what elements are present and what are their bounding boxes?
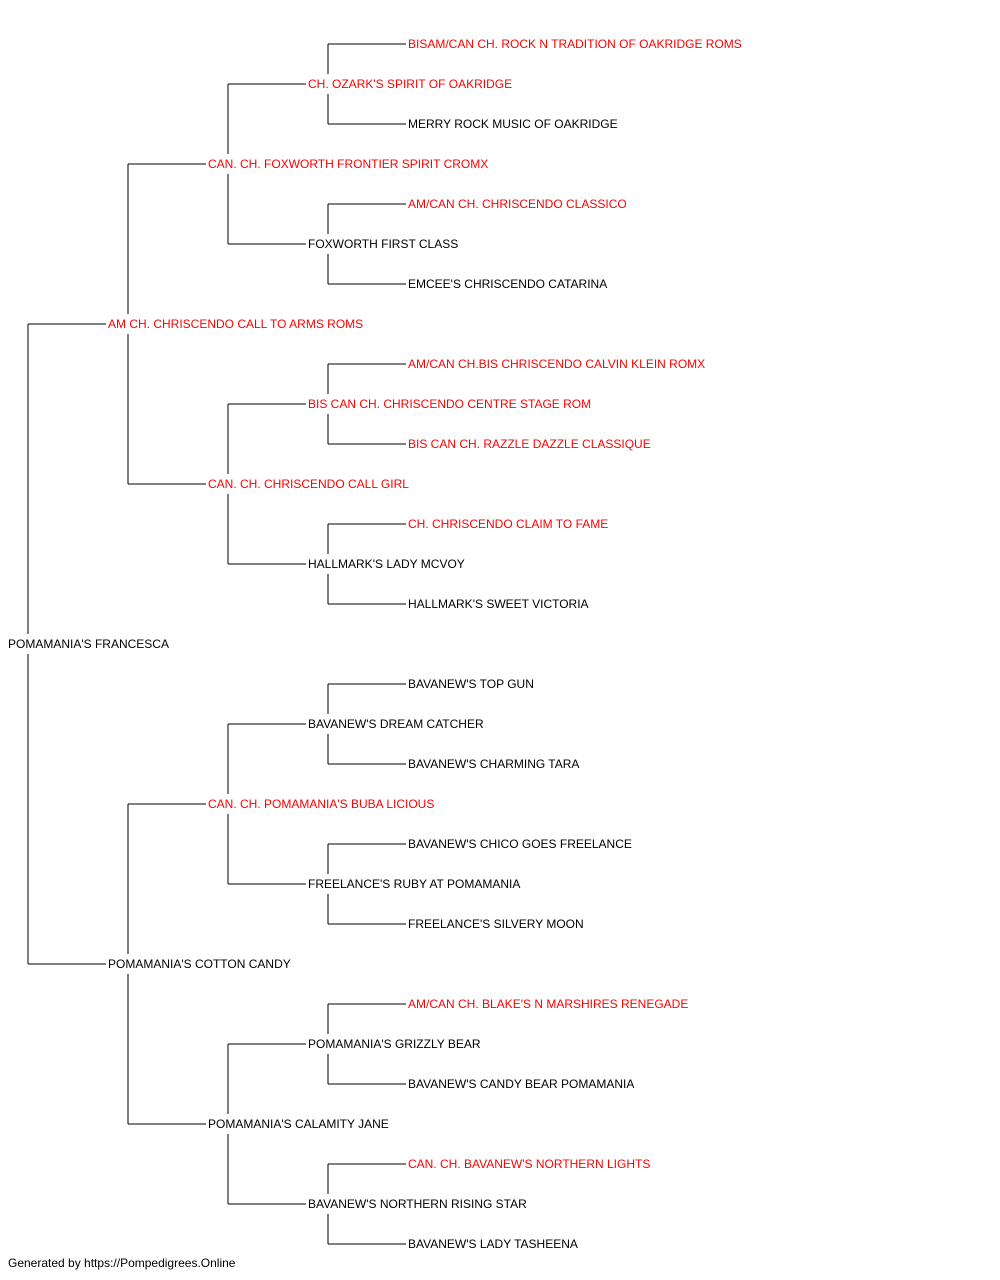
ancestor-name: CAN. CH. CHRISCENDO CALL GIRL [208,477,409,491]
ancestor-name: BAVANEW'S LADY TASHEENA [408,1237,578,1251]
ancestor-name: HALLMARK'S SWEET VICTORIA [408,597,589,611]
ancestor-name: CH. OZARK'S SPIRIT OF OAKRIDGE [308,77,512,91]
ancestor-name: BISAM/CAN CH. ROCK N TRADITION OF OAKRID… [408,37,742,51]
subject-name: POMAMANIA'S FRANCESCA [8,637,169,651]
pedigree-connectors [27,43,406,1245]
ancestor-name: POMAMANIA'S GRIZZLY BEAR [308,1037,481,1051]
ancestor-name: FOXWORTH FIRST CLASS [308,237,458,251]
ancestor-name: HALLMARK'S LADY MCVOY [308,557,465,571]
generated-by-footer: Generated by https://Pompedigrees.Online [8,1256,236,1270]
ancestor-name: CAN. CH. POMAMANIA'S BUBA LICIOUS [208,797,434,811]
pedigree-names: POMAMANIA'S FRANCESCA AM CH. CHRISCENDO C… [8,37,742,1251]
ancestor-name: BIS CAN CH. RAZZLE DAZZLE CLASSIQUE [408,437,651,451]
ancestor-name: BAVANEW'S NORTHERN RISING STAR [308,1197,527,1211]
ancestor-name: EMCEE'S CHRISCENDO CATARINA [408,277,607,291]
ancestor-name: AM/CAN CH. CHRISCENDO CLASSICO [408,197,627,211]
ancestor-name: BAVANEW'S CHICO GOES FREELANCE [408,837,632,851]
ancestor-name: FREELANCE'S RUBY AT POMAMANIA [308,877,520,891]
ancestor-name: CAN. CH. BAVANEW'S NORTHERN LIGHTS [408,1157,650,1171]
ancestor-name: BAVANEW'S DREAM CATCHER [308,717,484,731]
ancestor-name: FREELANCE'S SILVERY MOON [408,917,584,931]
ancestor-name: BAVANEW'S CHARMING TARA [408,757,579,771]
ancestor-name: CAN. CH. FOXWORTH FRONTIER SPIRIT CROMX [208,157,488,171]
ancestor-name: CH. CHRISCENDO CLAIM TO FAME [408,517,608,531]
ancestor-name: AM CH. CHRISCENDO CALL TO ARMS ROMS [108,317,363,331]
ancestor-name: POMAMANIA'S COTTON CANDY [108,957,291,971]
ancestor-name: POMAMANIA'S CALAMITY JANE [208,1117,389,1131]
ancestor-name: AM/CAN CH.BIS CHRISCENDO CALVIN KLEIN RO… [408,357,705,371]
ancestor-name: BAVANEW'S TOP GUN [408,677,534,691]
ancestor-name: MERRY ROCK MUSIC OF OAKRIDGE [408,117,618,131]
ancestor-name: BAVANEW'S CANDY BEAR POMAMANIA [408,1077,634,1091]
ancestor-name: BIS CAN CH. CHRISCENDO CENTRE STAGE ROM [308,397,591,411]
ancestor-name: AM/CAN CH. BLAKE'S N MARSHIRES RENEGADE [408,997,688,1011]
